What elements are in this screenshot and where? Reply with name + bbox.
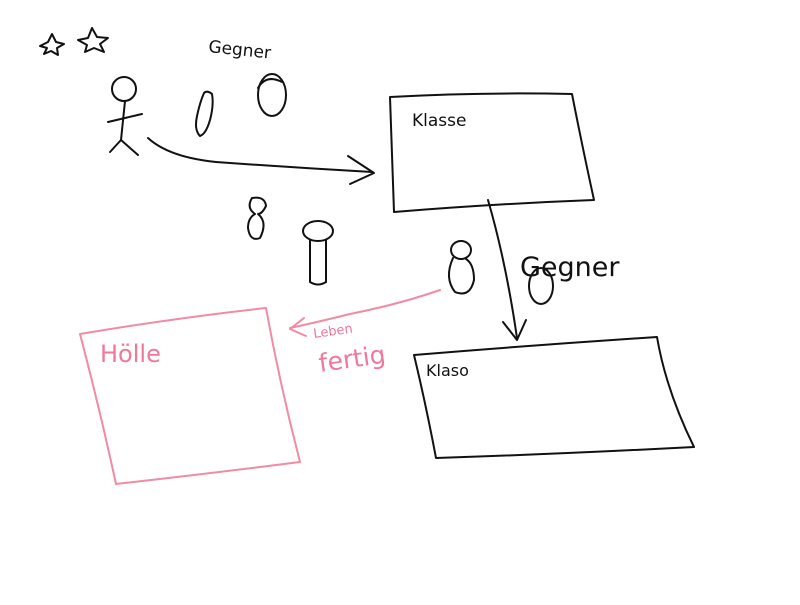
arrow-figure-to-class [147,137,375,185]
class-box-top-label: Klasse [412,111,466,131]
class-box-top [389,92,595,213]
enemy-piece [302,220,334,286]
stick-figure [107,76,143,156]
hell-box-label: Hölle [100,340,161,368]
class-box-bottom [413,336,695,459]
star-icon [39,33,65,56]
enemy-piece [528,267,554,305]
leben-label: Leben [312,322,353,342]
fertig-label: fertig [317,340,387,378]
enemy-piece [257,73,287,117]
enemy-piece [448,240,475,295]
star-icon [77,27,109,53]
gegner-top-label: Gegner [207,37,271,63]
arrow-to-hell [289,289,441,337]
class-box-bottom-label: Klaso [426,361,469,380]
arrow-class-to-class [487,199,527,341]
enemy-piece [247,196,267,240]
gegner-mid-label: Gegner [520,252,620,283]
hell-box [79,307,301,485]
enemy-piece [195,90,214,137]
